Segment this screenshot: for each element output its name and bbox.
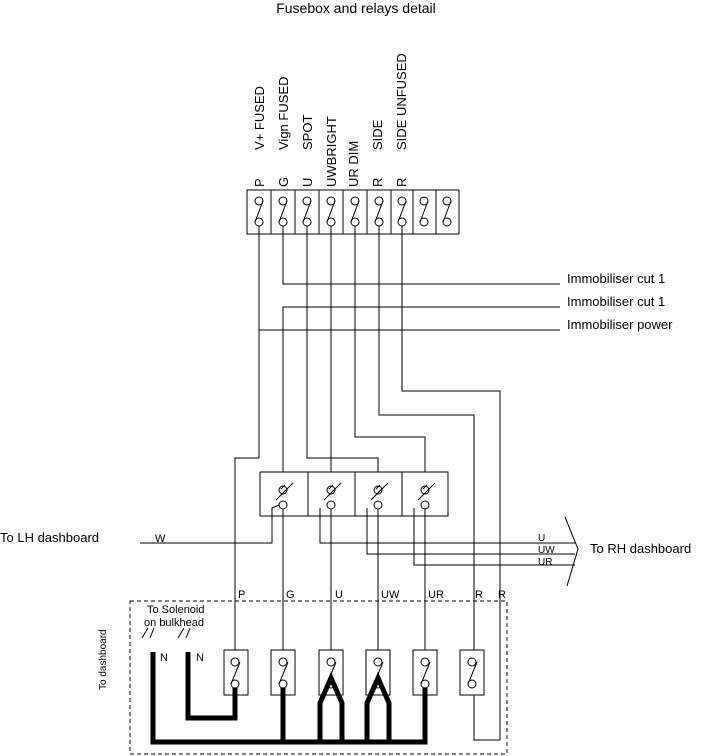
immobiliser-wires: [258, 226, 560, 490]
fuse-label-side-unfused: SIDE UNFUSED: [394, 53, 409, 150]
bottom-label-p: P: [238, 589, 245, 601]
to-dashboard-label: To dashboard: [98, 629, 109, 690]
top-fusebox: [246, 189, 460, 235]
rh-dashboard-label: To RH dashboard: [590, 541, 691, 556]
immobiliser-power: Immobiliser power: [567, 317, 673, 332]
bottom-fuses: [223, 649, 485, 696]
fuse-label-uwbright: UWBRIGHT: [324, 116, 339, 187]
solenoid-n1: N: [160, 652, 168, 664]
solenoid-line1: To Solenoid: [147, 604, 205, 616]
fuse-code-g: G: [276, 177, 291, 187]
solenoid-n2: N: [196, 652, 204, 664]
lh-dashboard-label: To LH dashboard: [0, 530, 99, 545]
solenoid-line2: on bulkhead: [144, 617, 204, 629]
solenoid-labels: To Solenoid on bulkhead N N: [141, 604, 205, 664]
bottom-label-uw: UW: [381, 589, 400, 601]
bottom-fusebox-enclosure: [129, 600, 508, 755]
fuse-to-relay-wires: [234, 226, 501, 741]
bottom-label-r2: R: [498, 589, 506, 601]
relay-output-wires: [140, 504, 579, 652]
immobiliser-cut1-b: Immobiliser cut 1: [567, 294, 665, 309]
fuse-label-spot: SPOT: [300, 115, 315, 150]
rh-wire-uw: UW: [538, 545, 555, 556]
fuse-label-ur-dim: UR DIM: [346, 141, 361, 187]
heavy-supply-wiring: [150, 652, 428, 745]
rh-wire-ur: UR: [538, 557, 552, 568]
top-fuse-labels: V+ FUSED Vign FUSED SPOT UWBRIGHT UR DIM…: [252, 53, 409, 187]
bottom-label-r1: R: [475, 589, 483, 601]
rh-wire-u: U: [538, 533, 545, 544]
relay-block: [259, 471, 449, 517]
bottom-label-g: G: [286, 589, 295, 601]
immobiliser-cut1-a: Immobiliser cut 1: [567, 271, 665, 286]
diagram-title: Fusebox and relays detail: [276, 0, 436, 16]
fuse-label-vign-fused: Vign FUSED: [276, 77, 291, 150]
fuse-code-r1: R: [370, 178, 385, 187]
bottom-label-u: U: [335, 589, 343, 601]
lh-dashboard-wire-label: W: [155, 533, 166, 545]
fuse-code-r2: R: [394, 178, 409, 187]
bottom-label-ur: UR: [428, 589, 444, 601]
fuse-code-p: P: [252, 178, 267, 187]
fuse-label-side: SIDE: [370, 119, 385, 150]
fuse-label-v-fused: V+ FUSED: [252, 86, 267, 150]
bottom-fuse-labels: P G U UW UR R R: [238, 589, 506, 601]
fuse-code-u: U: [300, 178, 315, 187]
